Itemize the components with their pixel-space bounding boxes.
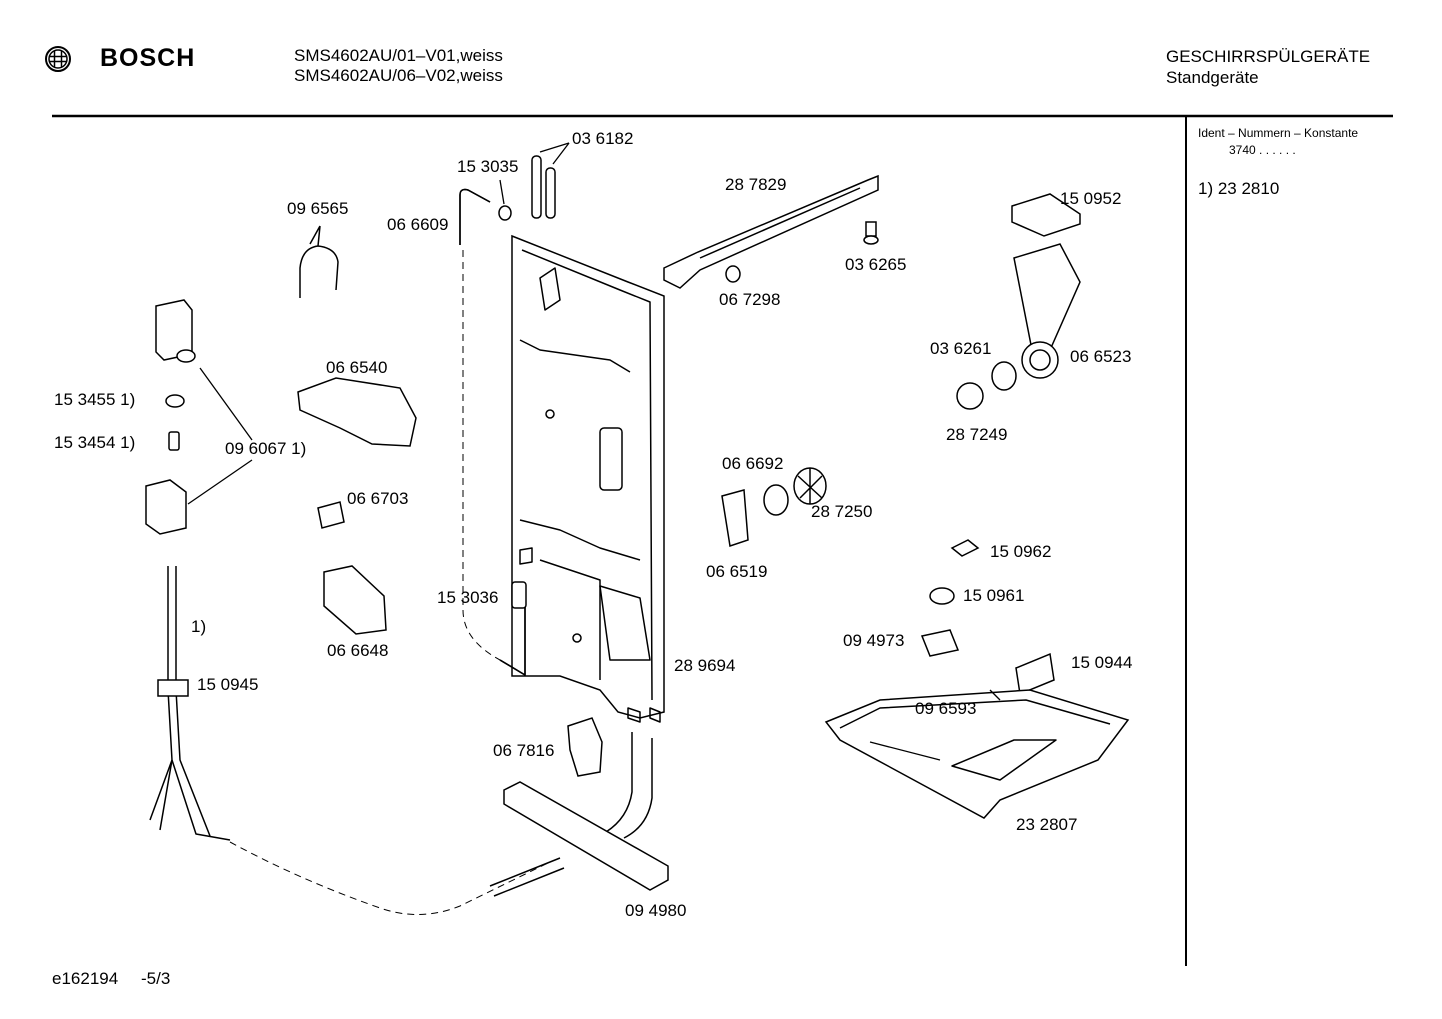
label-150961: 15 0961 [963,586,1025,605]
label-066648: 06 6648 [327,641,389,660]
label-150945: 15 0945 [197,675,259,694]
label-094980: 09 4980 [625,901,687,920]
valve-096067 [145,299,253,535]
label-150952: 15 0952 [1060,189,1122,208]
label-153455: 15 3455 1) [54,390,136,409]
rail-094980 [503,781,669,891]
label-153036: 15 3036 [437,588,499,607]
label-096565: 09 6565 [287,199,349,218]
clip-096565 [299,225,339,298]
label-289694: 28 9694 [674,656,736,675]
label-094973: 09 4973 [843,631,905,650]
screw-036265 [863,221,879,245]
bracket-066540 [297,377,417,447]
label-096067: 09 6067 1) [225,439,307,458]
category-title: GESCHIRRSPÜLGERÄTE [1166,47,1371,66]
model-line-1: SMS4602AU/01–V01,weiss [294,46,503,65]
label-066523: 06 6523 [1070,347,1132,366]
ring-036261 [991,361,1017,391]
fitting-153036 [511,581,527,609]
label-150944: 15 0944 [1071,653,1133,672]
label-036182: 03 6182 [572,129,634,148]
label-153035: 15 3035 [457,157,519,176]
label-066703: 06 6703 [347,489,409,508]
part-094973 [920,629,960,657]
part-150961 [929,587,955,605]
part-150962 [950,539,980,557]
label-067816: 06 7816 [493,741,555,760]
label-153454: 15 3454 1) [54,433,136,452]
page-number: -5/3 [141,969,171,988]
part-150944 [1015,652,1055,696]
sleeve-153454 [168,431,180,451]
brand-name: BOSCH [100,44,196,72]
note-1: 1) 23 2810 [1198,179,1280,198]
fitting-153035 [498,179,512,221]
plug-067298 [725,265,741,283]
label-066692: 06 6692 [722,454,784,473]
tray-232807 [824,689,1130,819]
ident-value: 3740 . . . . . . [1229,143,1296,157]
model-line-2: SMS4602AU/06–V02,weiss [294,66,503,85]
label-066540: 06 6540 [326,358,388,377]
label-066519: 06 6519 [706,562,768,581]
pump-parts [721,467,827,547]
hose-066609 [459,188,526,676]
switch-066703 [317,501,345,529]
side-panel-assembly [511,234,665,723]
cover-067816 [567,717,603,777]
label-066609: 06 6609 [387,215,449,234]
label-287249: 28 7249 [946,425,1008,444]
bosch-logo-icon [44,45,72,73]
block-150952 [1011,193,1081,237]
tube-036182 [531,142,570,219]
ident-title: Ident – Nummern – Konstante [1198,126,1359,140]
holder-066648 [323,565,387,635]
washer-153455 [165,394,185,408]
drawing-code: e162194 [52,969,119,988]
label-067298: 06 7298 [719,290,781,309]
hoses-289694 [605,732,653,839]
cable-150945 [149,566,565,915]
label-036265: 03 6265 [845,255,907,274]
label-287250: 28 7250 [811,502,873,521]
label-287829: 28 7829 [725,175,787,194]
label-096593: 09 6593 [915,699,977,718]
label-150962: 15 0962 [990,542,1052,561]
label-036261: 03 6261 [930,339,992,358]
funnel-066523 [1013,243,1081,379]
label-note-1: 1) [191,617,207,636]
rail-287829 [663,174,879,289]
knob-287249 [956,382,984,410]
subcategory-title: Standgeräte [1166,68,1259,87]
label-232807: 23 2807 [1016,815,1078,834]
